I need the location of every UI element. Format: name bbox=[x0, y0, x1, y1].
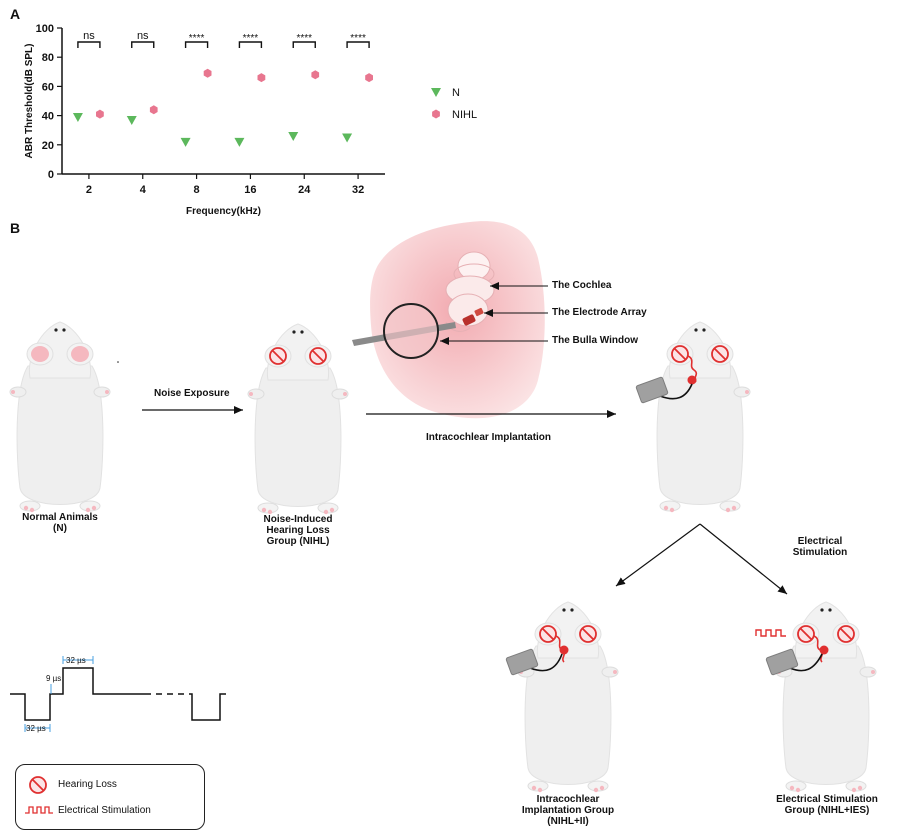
data-point-n bbox=[234, 137, 245, 147]
magnifier-icon bbox=[383, 303, 439, 359]
x-tick-label: 16 bbox=[244, 184, 256, 196]
hearing-loss-icon bbox=[29, 776, 47, 794]
legend-label-nihl: NIHL bbox=[452, 109, 477, 121]
legend-label-n: N bbox=[452, 87, 460, 99]
electrode-array-icon bbox=[462, 307, 484, 326]
significance-label: **** bbox=[189, 33, 205, 44]
rat-normal bbox=[9, 321, 111, 513]
cochlea-illustration bbox=[352, 221, 545, 419]
panel-b-label: B bbox=[10, 220, 21, 236]
significance-label: **** bbox=[243, 33, 259, 44]
data-point-nihl bbox=[257, 73, 266, 83]
significance-label: ns bbox=[137, 30, 149, 42]
data-point-nihl bbox=[203, 68, 212, 78]
data-point-n bbox=[126, 115, 137, 125]
data-point-nihl bbox=[149, 105, 158, 115]
label-electrical-stimulation-step: Electrical Stimulation bbox=[792, 536, 848, 558]
y-axis-label: ABR Threshold(dB SPL) bbox=[24, 44, 35, 159]
significance-bracket bbox=[77, 41, 101, 48]
y-tick-label: 100 bbox=[36, 23, 54, 35]
caption-ies-group: Electrical Stimulation Group (NIHL+IES) bbox=[776, 794, 878, 816]
y-tick-label: 60 bbox=[42, 81, 54, 93]
x-tick-label: 4 bbox=[140, 184, 147, 196]
significance-bracket bbox=[131, 41, 155, 48]
data-point-nihl bbox=[311, 70, 320, 80]
legend-electrical-stimulation: Electrical Stimulation bbox=[58, 805, 151, 816]
legend-marker-nihl bbox=[432, 109, 440, 119]
rat-ies-group bbox=[755, 601, 877, 793]
significance-bracket bbox=[184, 41, 209, 48]
caption-nihl-group: Noise-Induced Hearing Loss Group (NIHL) bbox=[263, 514, 333, 547]
label-electrode-array: The Electrode Array bbox=[552, 307, 647, 318]
data-point-n bbox=[72, 113, 83, 123]
rat-ii-group bbox=[505, 601, 619, 793]
significance-bracket bbox=[292, 41, 316, 48]
diagram-legend: Hearing Loss Electrical Stimulation bbox=[15, 764, 205, 830]
stimulation-waveform bbox=[10, 656, 226, 732]
legend-marker-n bbox=[431, 88, 441, 97]
data-point-n bbox=[180, 137, 191, 147]
cochlea-icon bbox=[445, 251, 495, 332]
caption-ii-group: Intracochlear Implantation Group (NIHL+I… bbox=[521, 794, 615, 827]
y-tick-label: 20 bbox=[42, 140, 54, 152]
significance-label: ns bbox=[83, 30, 95, 42]
x-tick-label: 2 bbox=[86, 184, 92, 196]
x-axis-label: Frequency(kHz) bbox=[186, 206, 261, 217]
significance-bracket bbox=[346, 41, 370, 48]
label-noise-exposure: Noise Exposure bbox=[154, 388, 230, 399]
waveform-label-phase-bottom: 32 µs bbox=[26, 724, 46, 733]
data-point-nihl bbox=[96, 109, 104, 119]
rat-nihl bbox=[247, 323, 349, 515]
label-bulla-window: The Bulla Window bbox=[552, 335, 639, 346]
waveform-label-phase-top: 32 µs bbox=[66, 656, 86, 665]
caption-normal-group: Normal Animals (N) bbox=[22, 512, 98, 534]
legend-hearing-loss: Hearing Loss bbox=[58, 779, 117, 790]
x-tick-label: 8 bbox=[194, 184, 200, 196]
label-intracochlear-implantation: Intracochlear Implantation bbox=[426, 432, 552, 443]
significance-bracket bbox=[238, 41, 263, 48]
y-tick-label: 80 bbox=[42, 52, 54, 64]
significance-label: **** bbox=[350, 33, 366, 44]
x-tick-label: 24 bbox=[298, 184, 311, 196]
electrical-stimulation-icon bbox=[25, 806, 53, 814]
rat-implanted bbox=[635, 321, 751, 513]
y-tick-label: 0 bbox=[48, 169, 54, 181]
x-tick-label: 32 bbox=[352, 184, 364, 196]
data-point-nihl bbox=[365, 73, 373, 83]
panel-a-label: A bbox=[10, 6, 21, 22]
data-point-n bbox=[342, 133, 353, 143]
data-point-n bbox=[288, 132, 299, 142]
waveform-label-gap: 9 µs bbox=[46, 674, 62, 683]
significance-label: **** bbox=[296, 33, 312, 44]
y-tick-label: 40 bbox=[42, 111, 54, 123]
label-cochlea: The Cochlea bbox=[552, 280, 612, 291]
